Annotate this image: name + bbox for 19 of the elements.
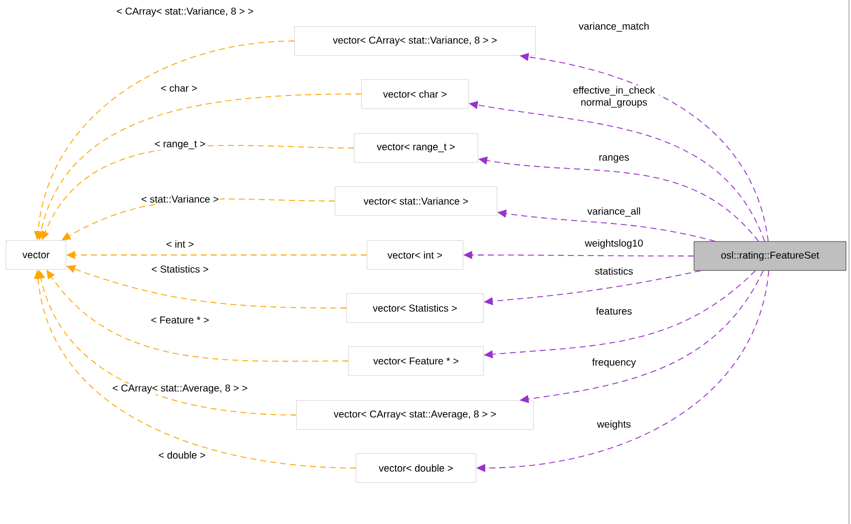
edge-label: < Feature * > — [150, 316, 210, 324]
class-box: vector< stat::Variance > — [334, 186, 498, 216]
class-box: vector< double > — [356, 453, 476, 483]
edge-label: variance_match — [578, 21, 650, 33]
class-box: vector< char > — [361, 79, 469, 109]
edge-label: weights — [596, 419, 632, 431]
class-box: vector< Feature * > — [348, 346, 484, 376]
class-box: osl::rating::FeatureSet — [694, 241, 846, 271]
edge-label: frequency — [591, 357, 637, 369]
class-box: vector< int > — [366, 240, 464, 270]
class-box: vector< range_t > — [354, 133, 478, 163]
edge-label: effective_in_check normal_groups — [569, 85, 659, 109]
class-box: vector — [6, 240, 66, 270]
edge-label: < CArray< stat::Variance, 8 > > — [115, 6, 255, 18]
class-box: vector< CArray< stat::Average, 8 > > — [296, 400, 534, 430]
edge-label: < range_t > — [153, 140, 207, 150]
class-box: vector< Statistics > — [346, 293, 484, 323]
class-box: vector< CArray< stat::Variance, 8 > > — [294, 26, 536, 56]
edge-label: < CArray< stat::Average, 8 > > — [111, 383, 249, 395]
